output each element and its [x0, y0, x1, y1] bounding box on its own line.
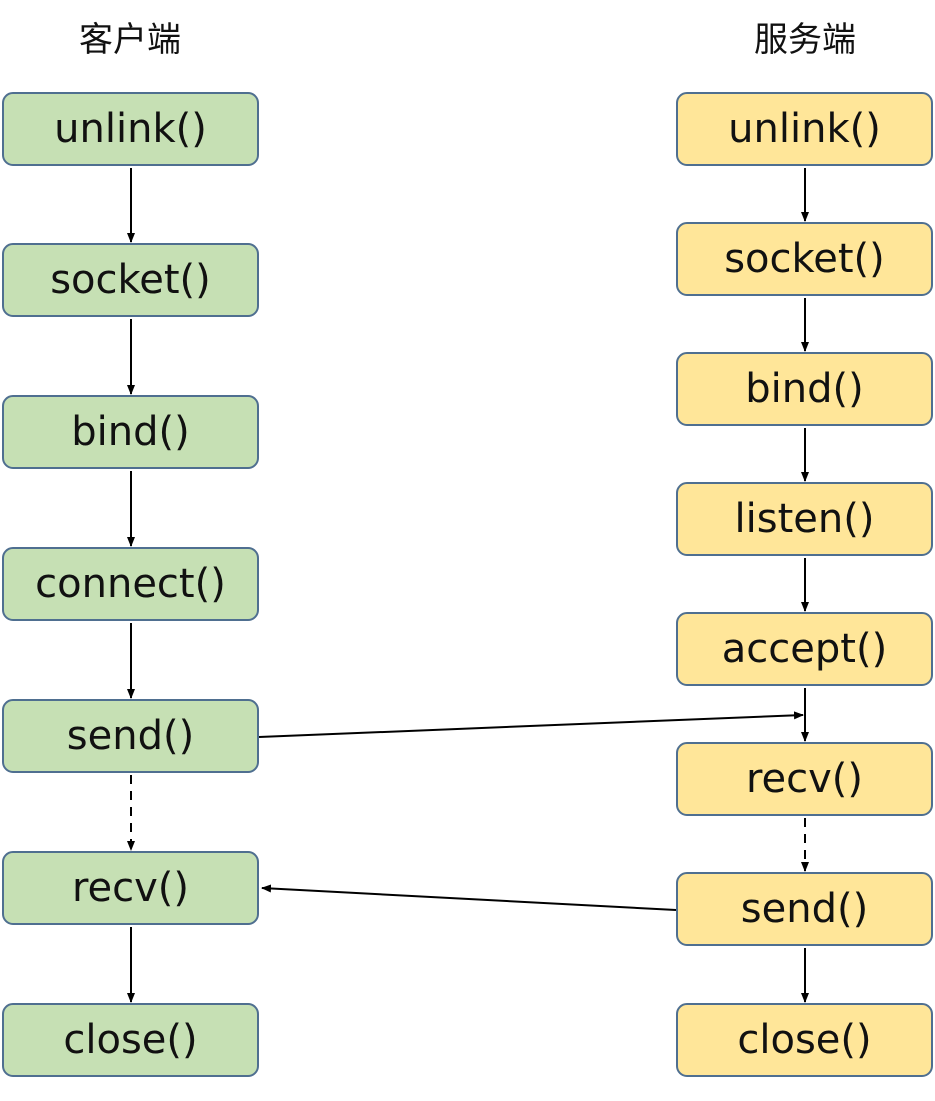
server-step-unlink: unlink(): [676, 92, 933, 166]
server-step-close: close(): [676, 1003, 933, 1077]
server-step-accept: accept(): [676, 612, 933, 686]
client-title: 客户端: [79, 20, 181, 60]
client-step-recv: recv(): [2, 851, 259, 925]
send-to-server-arrow: [258, 711, 804, 738]
send-to-client-arrow: [261, 884, 677, 911]
client-step-unlink: unlink(): [2, 92, 259, 166]
client-step-connect: connect(): [2, 547, 259, 621]
client-step-socket: socket(): [2, 243, 259, 317]
client-step-close: close(): [2, 1003, 259, 1077]
client-step-bind: bind(): [2, 395, 259, 469]
server-step-listen: listen(): [676, 482, 933, 556]
server-title: 服务端: [754, 20, 856, 60]
server-step-bind: bind(): [676, 352, 933, 426]
client-step-send: send(): [2, 699, 259, 773]
server-step-send: send(): [676, 872, 933, 946]
server-step-recv: recv(): [676, 742, 933, 816]
server-step-socket: socket(): [676, 222, 933, 296]
